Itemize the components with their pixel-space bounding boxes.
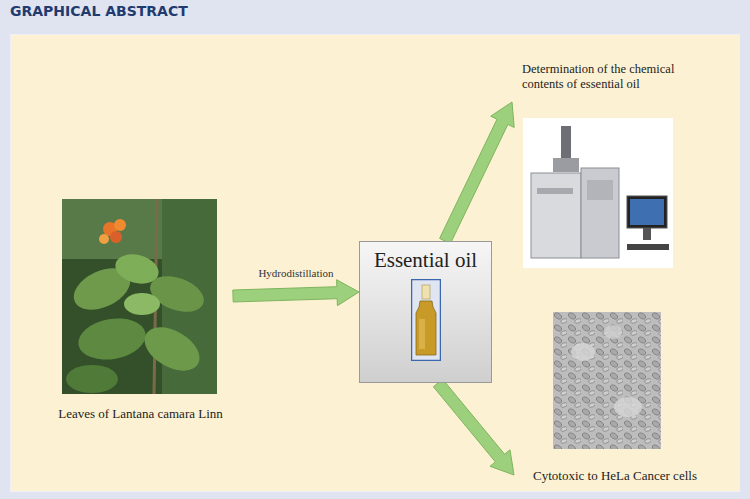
step-heading: Determination of the chemical contents o…	[522, 62, 704, 92]
hela-cell-micrograph	[553, 312, 661, 449]
abstract-title: GRAPHICAL ABSTRACT	[10, 3, 188, 19]
flow-arrow	[233, 280, 359, 306]
gc-ms-node: Determination of the chemical contents o…	[512, 58, 708, 270]
node-caption: Essential oil	[364, 248, 487, 273]
node-caption: Leaves of Lantana camara Linn	[52, 406, 229, 422]
flow-arrow	[440, 102, 515, 244]
leaf-photo	[62, 199, 217, 394]
essential-oil-box: Essential oil	[359, 241, 492, 383]
edge-label: Hydrodistillation	[256, 267, 335, 279]
gc-ms-instrument	[523, 118, 673, 268]
leaf-photo-node: Leaves of Lantana camara Linn	[48, 196, 233, 426]
oil-bottle	[411, 279, 441, 361]
node-caption: Cytotoxic to HeLa Cancer cells	[518, 468, 712, 484]
flow-arrow	[433, 379, 514, 475]
cytotoxicity-node: Cytotoxic to HeLa Cancer cells	[514, 310, 716, 488]
